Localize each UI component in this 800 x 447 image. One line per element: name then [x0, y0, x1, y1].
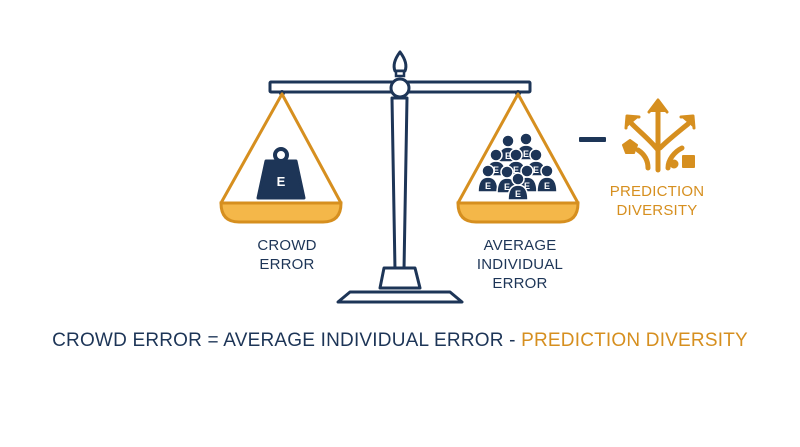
person-letter: E: [524, 181, 530, 191]
average-individual-error-label-line: AVERAGE: [483, 237, 557, 254]
person-letter: E: [533, 165, 539, 175]
formula-lhs: CROWD ERROR = AVERAGE INDIVIDUAL ERROR -: [52, 330, 522, 351]
person-icon: E: [477, 164, 499, 193]
person-letter: E: [513, 165, 519, 175]
person-letter: E: [485, 181, 491, 191]
weight-icon: E: [256, 147, 306, 200]
scale-beam: [268, 77, 532, 99]
formula-rhs: PREDICTION DIVERSITY: [521, 330, 748, 351]
average-individual-error-label-line: INDIVIDUAL: [476, 256, 564, 273]
person-icon: E: [536, 164, 558, 193]
scale-stand: [336, 96, 464, 304]
person-letter: E: [493, 165, 499, 175]
person-icon: E: [507, 172, 529, 201]
right-pan: [456, 92, 580, 224]
prediction-diversity-label-line: DIVERSITY: [616, 202, 698, 219]
person-letter: E: [544, 181, 550, 191]
person-letter: E: [515, 189, 521, 199]
person-letter: E: [523, 149, 529, 159]
prediction-diversity-label-line: PREDICTION: [609, 183, 705, 200]
person-letter: E: [504, 182, 510, 192]
left-pan: [219, 92, 343, 224]
person-letter: E: [505, 151, 511, 161]
weight-letter: E: [277, 174, 286, 189]
prediction-diversity-label: PREDICTION DIVERSITY: [592, 182, 722, 220]
average-individual-error-label-line: ERROR: [492, 275, 548, 292]
scale-finial: [392, 50, 408, 78]
crowd-error-label-line: ERROR: [259, 256, 315, 273]
diverging-arrows-shapes-icon: [622, 98, 696, 173]
crowd-error-label: CROWD ERROR: [232, 236, 342, 274]
formula: CROWD ERROR = AVERAGE INDIVIDUAL ERROR -…: [0, 330, 800, 352]
average-individual-error-label: AVERAGE INDIVIDUAL ERROR: [455, 236, 585, 293]
crowd-error-label-line: CROWD: [257, 237, 317, 254]
minus-sign: [579, 137, 606, 142]
